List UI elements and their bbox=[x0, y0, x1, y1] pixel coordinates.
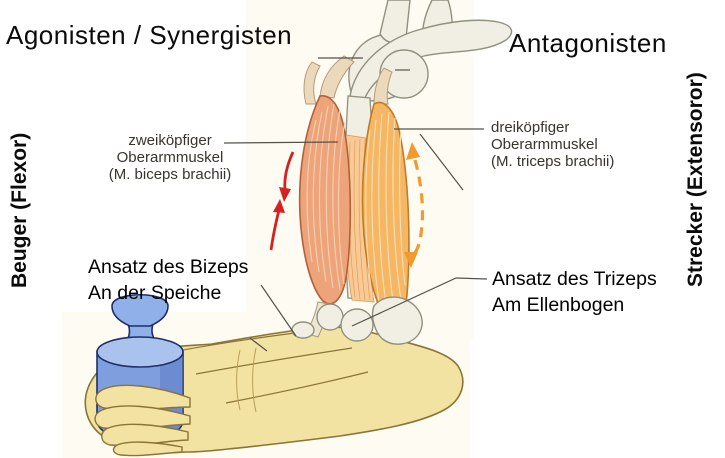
hand-fingers bbox=[94, 384, 191, 457]
elbow-bones bbox=[291, 296, 423, 345]
biceps-label-line1: zweiköpfiger bbox=[128, 132, 212, 149]
biceps-muscle bbox=[298, 55, 355, 305]
weight-knob-icon bbox=[111, 293, 169, 327]
weight-top bbox=[96, 336, 184, 368]
triceps-insertion-label: Ansatz des Trizeps Am Ellenbogen bbox=[492, 266, 657, 318]
wrist-creases bbox=[236, 347, 257, 413]
biceps-insertion-label: Ansatz des Bizeps An der Speiche bbox=[88, 254, 248, 306]
biceps-insertion-line2: An der Speiche bbox=[88, 282, 222, 304]
side-label-flexor: Beuger (Flexor) bbox=[8, 132, 31, 288]
biceps-insertion-leader bbox=[260, 284, 297, 337]
flexor-arrow-up-icon bbox=[269, 209, 281, 251]
flexor-arrow-up-head-icon bbox=[273, 199, 285, 213]
triceps-insertion-line2: Am Ellenbogen bbox=[492, 294, 625, 316]
triceps-diagonal-leader bbox=[419, 133, 464, 191]
flexor-arrow-down-icon bbox=[283, 151, 295, 191]
extensor-stretch-arrow bbox=[404, 142, 425, 268]
triceps-muscle bbox=[361, 67, 410, 348]
shoulder-bones bbox=[348, 0, 513, 102]
biceps-striations bbox=[306, 103, 346, 291]
triceps-insertion-line1: Ansatz des Trizeps bbox=[492, 268, 657, 290]
triceps-label-line3: (M. triceps brachii) bbox=[491, 153, 615, 170]
extensor-arrow-arc-icon bbox=[412, 159, 425, 256]
antagonists-title: Antagonisten bbox=[509, 28, 667, 58]
side-label-extensor: Strecker (Extensoror) bbox=[684, 72, 707, 288]
triceps-label-line1: dreiköpfiger bbox=[491, 119, 570, 136]
agonists-title: Agonisten / Synergisten bbox=[6, 20, 293, 50]
triceps-insertion-leader bbox=[351, 277, 488, 327]
biceps-label-line3: (M. biceps brachii) bbox=[108, 166, 232, 183]
flexor-contraction-arrows bbox=[269, 151, 295, 251]
biceps-label-line2: Oberarmmuskel bbox=[116, 149, 224, 166]
biceps-insertion-line1: Ansatz des Bizeps bbox=[88, 256, 249, 278]
triceps-striations bbox=[365, 111, 406, 319]
leader-lines bbox=[223, 57, 488, 352]
triceps-label-line2: Oberarmmuskel bbox=[491, 136, 598, 153]
biceps-label: zweiköpfiger Oberarmmuskel (M. biceps br… bbox=[95, 132, 245, 183]
radius-tick-leader bbox=[249, 337, 268, 352]
flexor-arrow-down-head-icon bbox=[279, 187, 291, 202]
extensor-arrow-top-head-icon bbox=[406, 142, 420, 160]
biceps-label-leader bbox=[223, 141, 339, 144]
triceps-label: dreiköpfiger Oberarmmuskel (M. triceps b… bbox=[491, 119, 614, 170]
extensor-arrow-bottom-head-icon bbox=[404, 252, 418, 268]
